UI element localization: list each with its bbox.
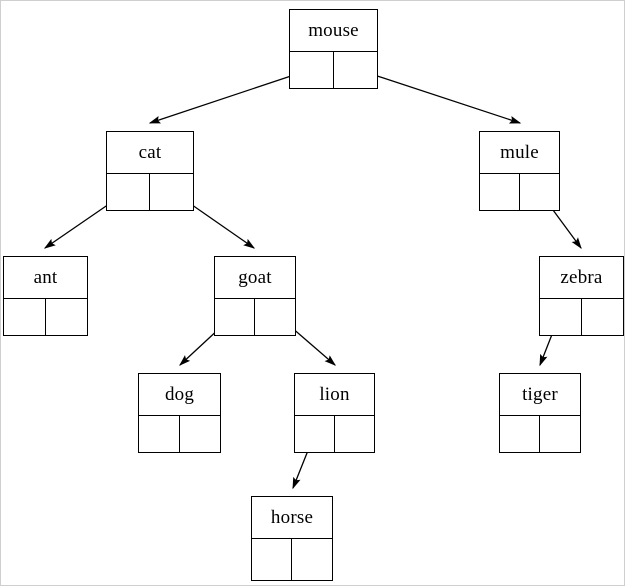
node-pointer-cells-mule [480, 174, 559, 210]
tree-node-mouse[interactable]: mouse [289, 9, 378, 89]
node-right-pointer-lion[interactable] [335, 416, 375, 452]
tree-node-cat[interactable]: cat [106, 131, 194, 211]
node-right-pointer-ant[interactable] [46, 299, 88, 335]
node-right-pointer-horse[interactable] [292, 539, 332, 580]
node-left-pointer-dog[interactable] [139, 416, 180, 452]
node-pointer-cells-horse [252, 539, 332, 580]
node-pointer-cells-mouse [290, 52, 377, 88]
node-right-pointer-dog[interactable] [180, 416, 221, 452]
node-label-mule: mule [480, 132, 559, 174]
node-label-ant: ant [4, 257, 87, 299]
node-label-horse: horse [252, 497, 332, 539]
node-label-goat: goat [215, 257, 295, 299]
tree-edge-mouse-to-cat [148, 68, 313, 124]
node-left-pointer-mouse[interactable] [290, 52, 334, 88]
node-pointer-cells-cat [107, 174, 193, 210]
node-left-pointer-goat[interactable] [215, 299, 255, 335]
node-pointer-cells-dog [139, 416, 220, 452]
node-label-zebra: zebra [540, 257, 623, 299]
node-left-pointer-tiger[interactable] [500, 416, 540, 452]
node-right-pointer-goat[interactable] [255, 299, 295, 335]
node-left-pointer-ant[interactable] [4, 299, 46, 335]
tree-node-mule[interactable]: mule [479, 131, 560, 211]
node-label-lion: lion [295, 374, 374, 416]
tree-edge-mouse-to-mule [355, 68, 522, 124]
node-right-pointer-zebra[interactable] [582, 299, 624, 335]
tree-node-ant[interactable]: ant [3, 256, 88, 336]
tree-node-zebra[interactable]: zebra [539, 256, 624, 336]
tree-node-lion[interactable]: lion [294, 373, 375, 453]
node-left-pointer-horse[interactable] [252, 539, 292, 580]
tree-node-goat[interactable]: goat [214, 256, 296, 336]
node-left-pointer-mule[interactable] [480, 174, 520, 210]
tree-node-tiger[interactable]: tiger [499, 373, 581, 453]
node-right-pointer-mule[interactable] [520, 174, 560, 210]
node-right-pointer-tiger[interactable] [540, 416, 580, 452]
tree-node-dog[interactable]: dog [138, 373, 221, 453]
tree-node-horse[interactable]: horse [251, 496, 333, 581]
node-label-cat: cat [107, 132, 193, 174]
node-label-mouse: mouse [290, 10, 377, 52]
node-pointer-cells-ant [4, 299, 87, 335]
node-left-pointer-cat[interactable] [107, 174, 150, 210]
node-pointer-cells-zebra [540, 299, 623, 335]
node-label-tiger: tiger [500, 374, 580, 416]
node-pointer-cells-tiger [500, 416, 580, 452]
node-label-dog: dog [139, 374, 220, 416]
node-left-pointer-zebra[interactable] [540, 299, 582, 335]
node-right-pointer-cat[interactable] [150, 174, 193, 210]
node-right-pointer-mouse[interactable] [334, 52, 378, 88]
node-pointer-cells-lion [295, 416, 374, 452]
node-pointer-cells-goat [215, 299, 295, 335]
node-left-pointer-lion[interactable] [295, 416, 335, 452]
